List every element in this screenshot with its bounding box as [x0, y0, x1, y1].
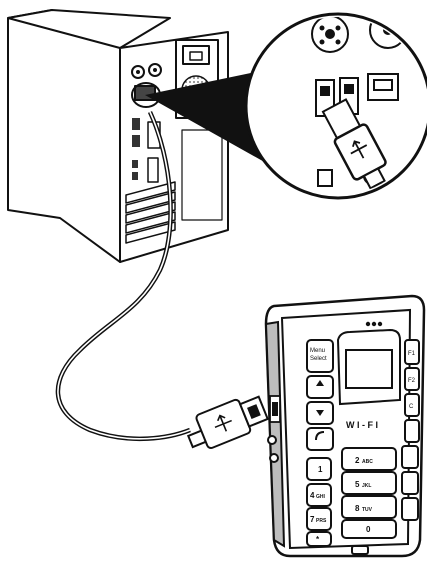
- mobile-phone-icon: [266, 296, 424, 556]
- side-key-c: C: [409, 404, 414, 410]
- key-5: 5: [355, 480, 360, 489]
- usb-plug-icon: [182, 391, 270, 454]
- softkey-label-2: Select: [310, 356, 327, 362]
- softkey-label-1: Menu: [310, 348, 325, 354]
- side-key-f1: F1: [408, 351, 416, 357]
- key-2-letters: ABC: [362, 459, 373, 465]
- brand-label: W I - F I: [346, 420, 378, 430]
- key-5-letters: JKL: [362, 483, 371, 489]
- key-8-letters: TUV: [362, 507, 373, 513]
- key-8: 8: [355, 504, 360, 513]
- key-1: 1: [318, 465, 323, 474]
- key-7: 7: [310, 515, 315, 524]
- key-4-letters: GHI: [316, 494, 326, 500]
- key-7-letters: PRS: [316, 518, 327, 524]
- computer-tower-icon: [8, 10, 228, 262]
- key-0: 0: [366, 525, 371, 534]
- key-4: 4: [310, 491, 315, 500]
- key-2: 2: [355, 456, 360, 465]
- side-key-f2: F2: [408, 378, 416, 384]
